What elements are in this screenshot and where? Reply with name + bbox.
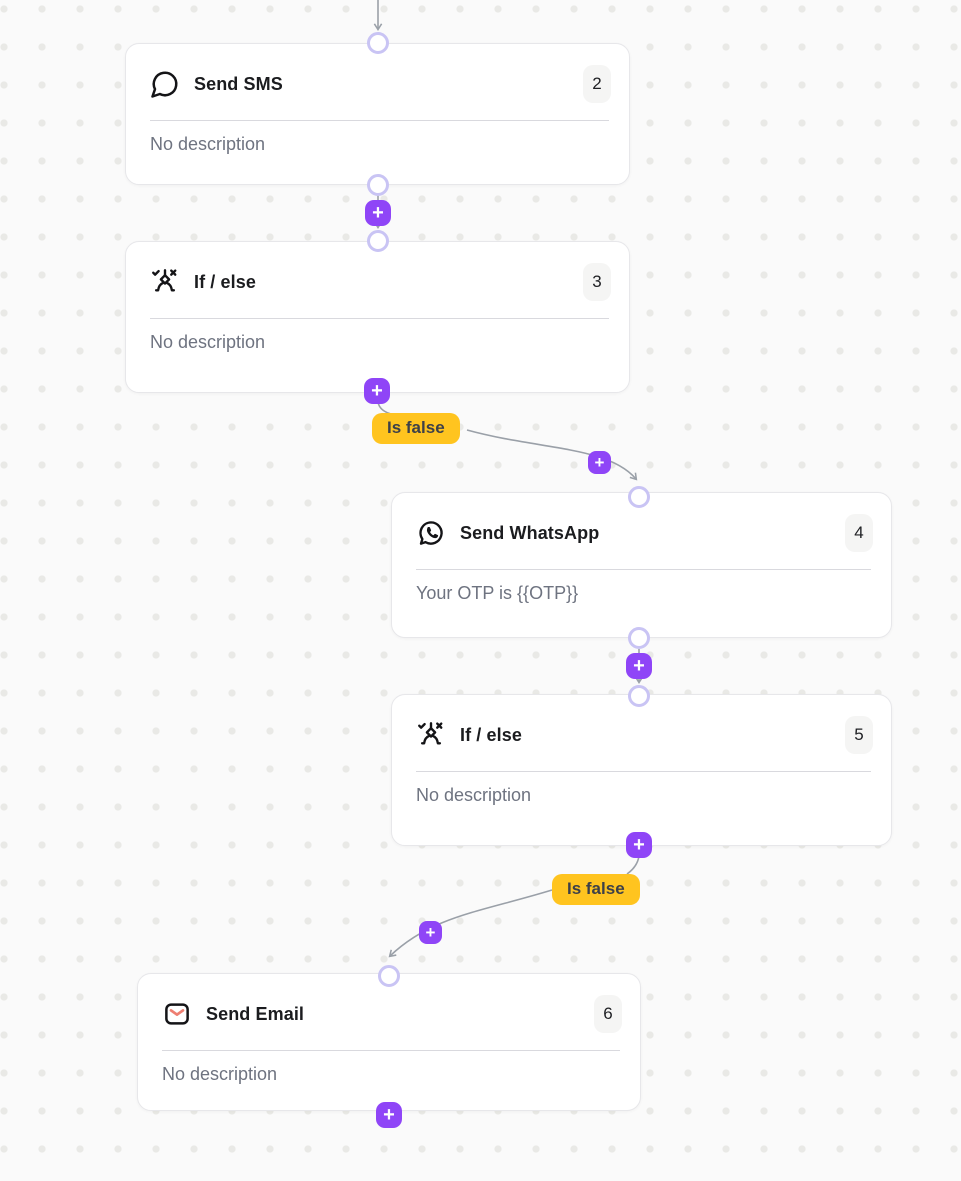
email-icon	[162, 999, 192, 1029]
node-description: No description	[150, 332, 266, 352]
sms-bubble-icon	[150, 69, 180, 99]
node-divider	[162, 1050, 620, 1051]
add-step-button-after-email[interactable]: +	[376, 1102, 402, 1128]
node-description: No description	[162, 1064, 278, 1084]
node-divider	[416, 771, 871, 772]
node-header: If / else 3	[150, 262, 611, 302]
node-description: No description	[150, 134, 266, 154]
connector-handle-whatsapp-top[interactable]	[628, 486, 650, 508]
add-step-button-isfalse-1[interactable]: +	[588, 451, 611, 474]
node-if-else-5[interactable]: If / else 5 No description	[391, 694, 892, 846]
add-branch-button-ifelse3[interactable]: +	[364, 378, 390, 404]
if-else-branch-icon	[150, 267, 180, 297]
node-order-badge: 6	[594, 995, 622, 1033]
node-order-badge: 4	[845, 514, 873, 552]
add-step-button-isfalse-2[interactable]: +	[419, 921, 442, 944]
add-step-button-after-sms[interactable]: +	[365, 200, 391, 226]
add-step-button-after-whatsapp[interactable]: +	[626, 653, 652, 679]
edge-isfalse-to-whatsapp	[466, 429, 638, 481]
node-title: If / else	[460, 724, 522, 745]
connector-handle-whatsapp-bottom[interactable]	[628, 627, 650, 649]
connector-handle-email-top[interactable]	[378, 965, 400, 987]
branch-label-is-false-2[interactable]: Is false	[552, 874, 640, 905]
node-divider	[150, 120, 609, 121]
node-if-else-3[interactable]: If / else 3 No description	[125, 241, 630, 393]
node-description: Your OTP is {{OTP}}	[416, 583, 579, 603]
node-header: Send SMS 2	[150, 64, 611, 104]
node-divider	[150, 318, 609, 319]
connector-handle-sms-top[interactable]	[367, 32, 389, 54]
node-title: If / else	[194, 271, 256, 292]
whatsapp-icon	[416, 518, 446, 548]
node-title: Send SMS	[194, 73, 283, 94]
node-order-badge: 2	[583, 65, 611, 103]
node-send-whatsapp[interactable]: Send WhatsApp 4 Your OTP is {{OTP}}	[391, 492, 892, 638]
if-else-branch-icon	[416, 720, 446, 750]
node-send-email[interactable]: Send Email 6 No description	[137, 973, 641, 1111]
node-send-sms[interactable]: Send SMS 2 No description	[125, 43, 630, 185]
node-header: Send Email 6	[162, 994, 622, 1034]
add-branch-button-ifelse5[interactable]: +	[626, 832, 652, 858]
node-order-badge: 5	[845, 716, 873, 754]
connector-handle-sms-bottom[interactable]	[367, 174, 389, 196]
node-title: Send Email	[206, 1003, 305, 1024]
connector-handle-ifelse3-top[interactable]	[367, 230, 389, 252]
node-order-badge: 3	[583, 263, 611, 301]
connector-handle-ifelse5-top[interactable]	[628, 685, 650, 707]
node-divider	[416, 569, 871, 570]
edge-isfalse-to-email	[388, 889, 553, 958]
branch-label-is-false-1[interactable]: Is false	[372, 413, 460, 444]
node-header: Send WhatsApp 4	[416, 513, 873, 553]
edge-plus-to-isfalse-2	[626, 855, 640, 875]
node-header: If / else 5	[416, 715, 873, 755]
node-description: No description	[416, 785, 532, 805]
node-title: Send WhatsApp	[460, 522, 600, 543]
